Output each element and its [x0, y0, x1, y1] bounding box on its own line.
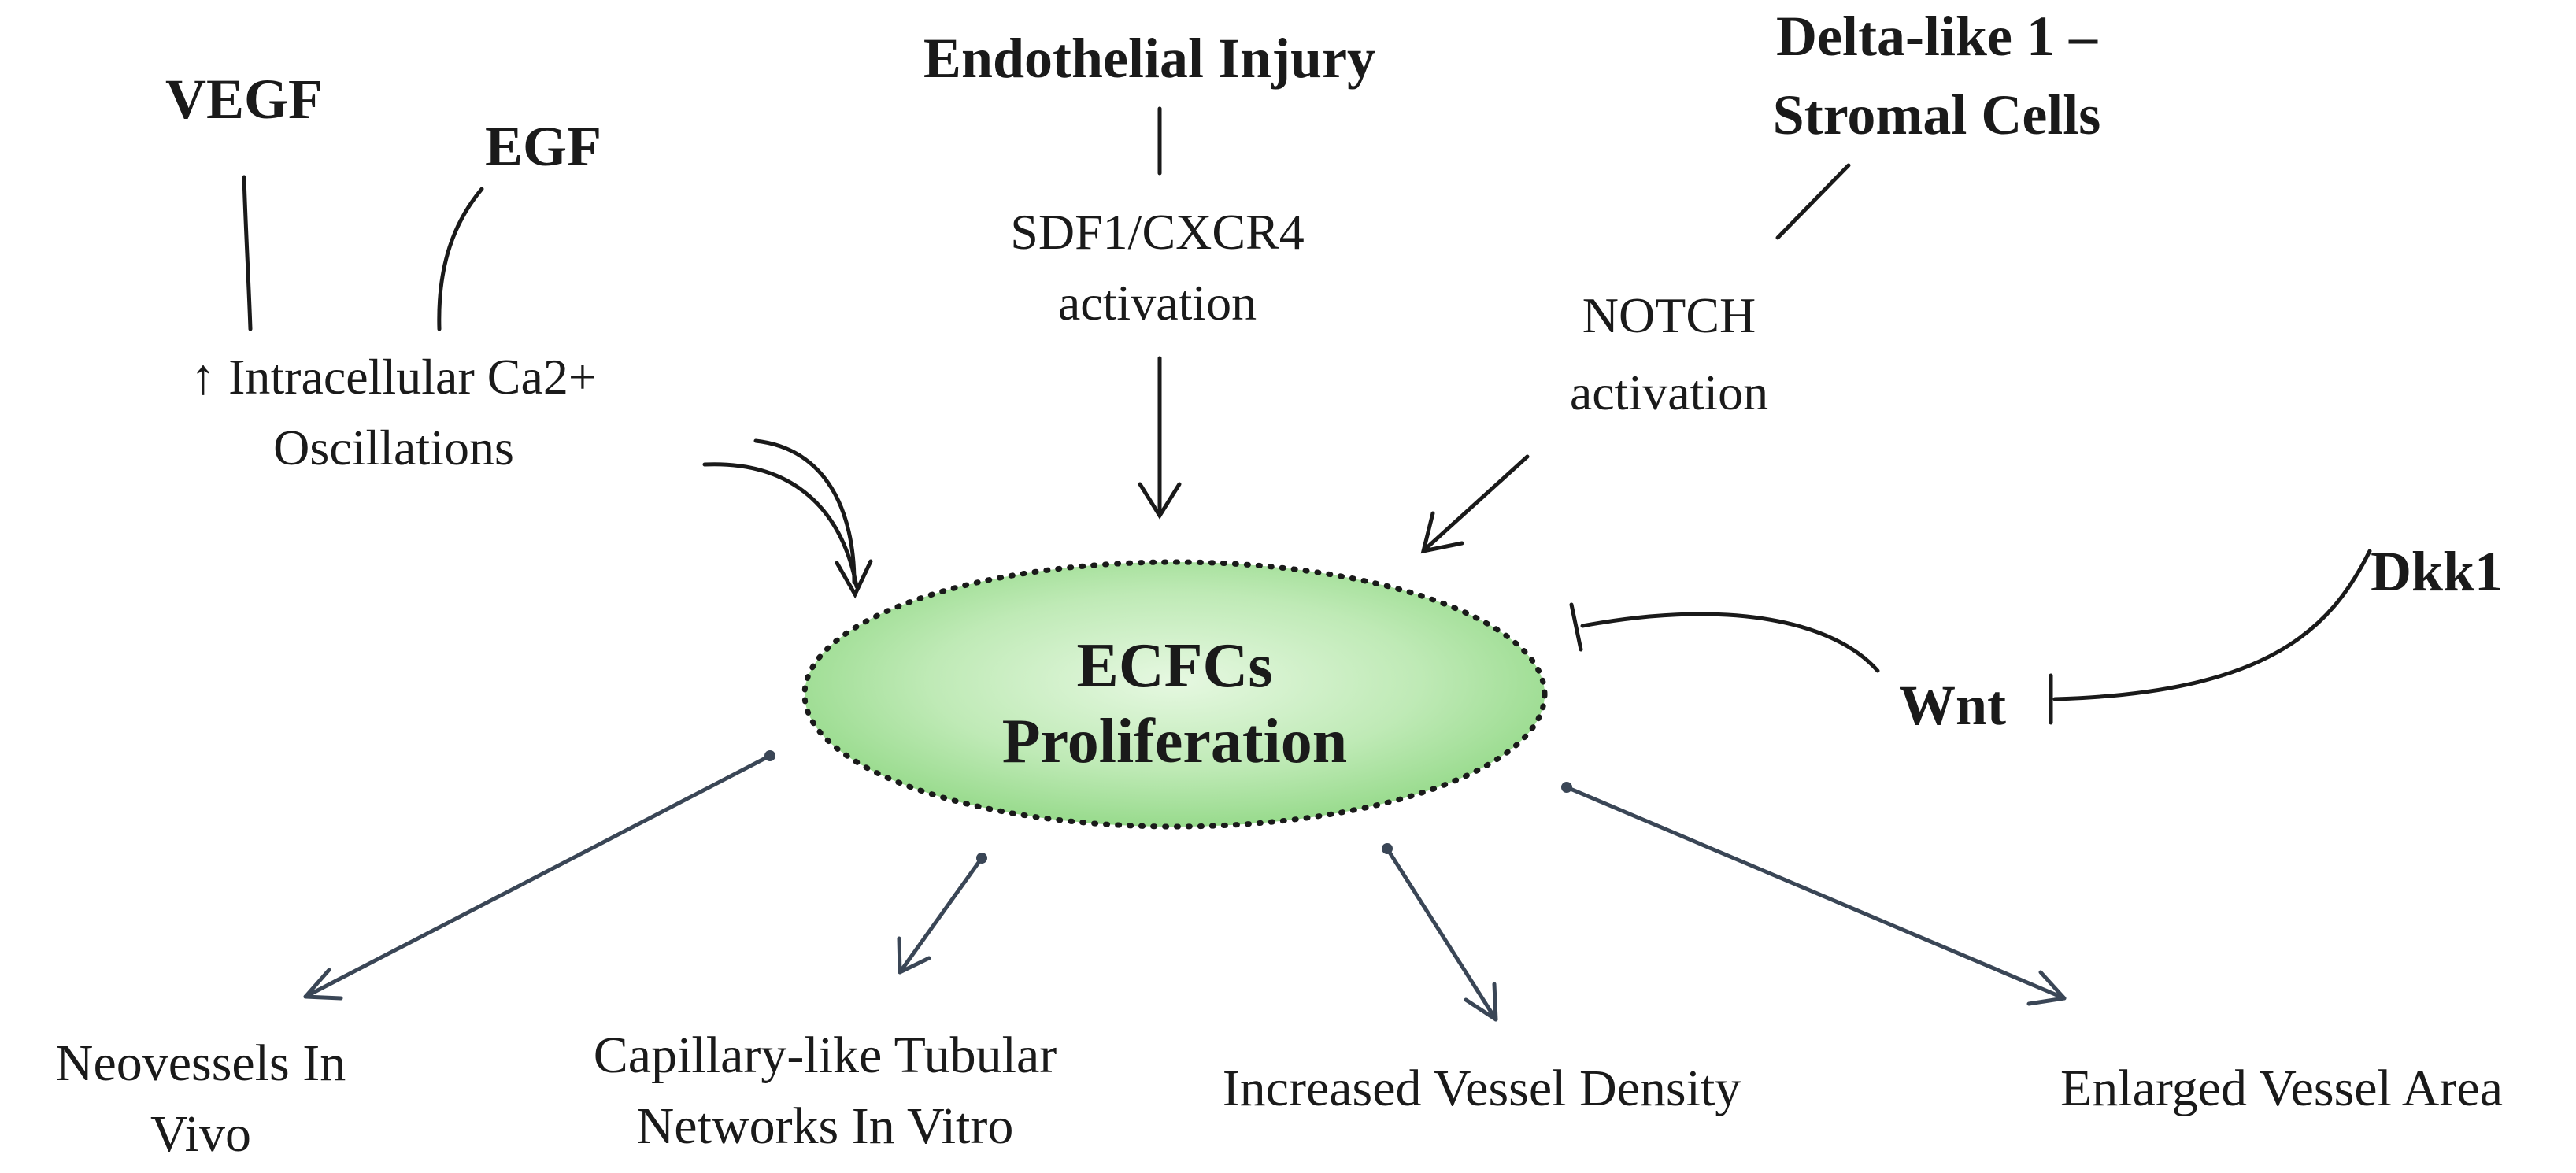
density-arrowhead [1464, 982, 1498, 1022]
dkk1-label: Dkk1 [2371, 540, 2503, 603]
density-label: Increased Vessel Density [1223, 1060, 1741, 1117]
vegf-label: VEGF [165, 68, 323, 131]
delta-like-label-line1: Delta-like 1 – [1776, 5, 2098, 68]
neovessels-label-line1: Neovessels In [56, 1034, 346, 1092]
calcium-arrow-inner [753, 438, 857, 585]
area-arrowhead [2026, 970, 2067, 1006]
wnt-inhibition-connector [1580, 612, 1880, 673]
capillary-arrow [898, 856, 984, 975]
capillary-arrowhead [897, 936, 931, 975]
neovessels-arrow [303, 753, 772, 999]
egf-label: EGF [485, 115, 601, 178]
dkk1-inhibition-connector [2052, 549, 2372, 701]
notch-arrowhead [1420, 511, 1464, 554]
notch-label-line1: NOTCH [1582, 287, 1756, 343]
sdf1-label-line2: activation [1058, 275, 1257, 331]
area-arrow [1564, 785, 2067, 1001]
sdf1-label-line1: SDF1/CXCR4 [1010, 204, 1304, 260]
capillary-label-line2: Networks In Vitro [637, 1097, 1014, 1155]
neovessels-label-line2: Vivo [150, 1105, 251, 1163]
calcium-arrowhead [835, 559, 873, 599]
density-arrow [1385, 846, 1498, 1022]
neovessels-arrowhead [303, 968, 343, 1001]
wnt-label: Wnt [1899, 674, 2006, 737]
calcium-label-line1: ↑ Intracellular Ca2+ [191, 349, 597, 405]
endothelial-injury-label: Endothelial Injury [923, 27, 1375, 90]
capillary-label-line1: Capillary-like Tubular [594, 1027, 1057, 1084]
center-label-line2: Proliferation [1002, 707, 1347, 776]
wnt-inhibition-bar [1569, 602, 1583, 652]
sdf1-arrowhead [1138, 482, 1182, 520]
calcium-label-line2: Oscillations [273, 420, 514, 475]
calcium-arrow [702, 462, 859, 589]
delta-like-connector [1775, 163, 1851, 240]
center-label-line1: ECFCs [1077, 631, 1273, 701]
area-label: Enlarged Vessel Area [2060, 1060, 2503, 1117]
delta-like-label-line2: Stromal Cells [1773, 83, 2101, 146]
vegf-connector [242, 175, 253, 331]
egf-connector [437, 187, 484, 331]
ecfcs-proliferation-node [801, 559, 1548, 830]
notch-arrow [1424, 454, 1530, 550]
notch-label-line2: activation [1570, 364, 1768, 420]
